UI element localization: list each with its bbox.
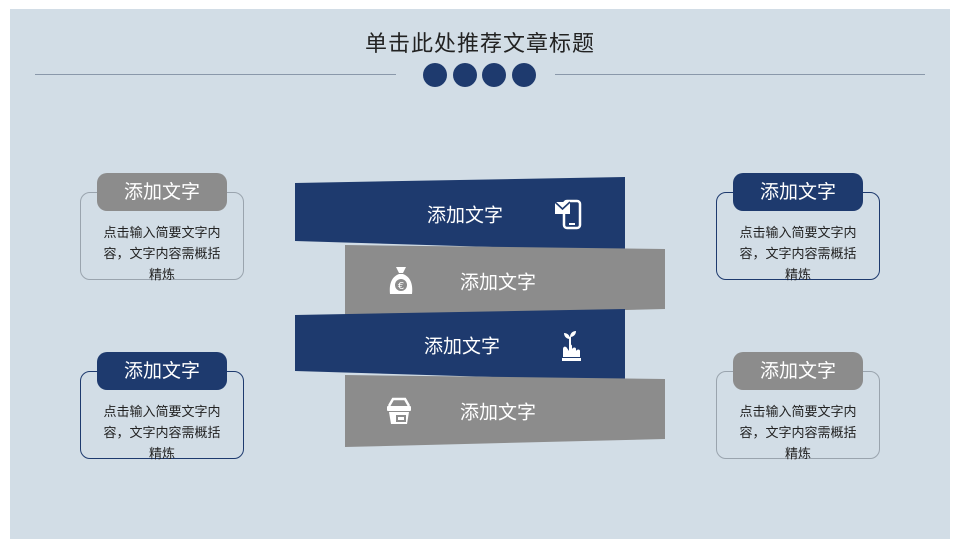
header-dot: [482, 63, 506, 87]
box-text: 点击输入简要文字内容，文字内容需概括精炼: [103, 226, 221, 283]
money-bag-euro-icon: €: [383, 263, 419, 299]
mobile-message-icon: [550, 196, 586, 232]
header-line-right: [555, 74, 925, 75]
band-label: 添加文字: [424, 335, 501, 358]
box-label-pill[interactable]: 添加文字: [733, 352, 863, 390]
text-box-bottom-left[interactable]: 点击输入简要文字内容，文字内容需概括精炼: [80, 371, 244, 462]
box-label-pill[interactable]: 添加文字: [733, 173, 863, 211]
slide-title[interactable]: 单击此处推荐文章标题: [364, 32, 595, 57]
text-box-bottom-right[interactable]: 点击输入简要文字内容，文字内容需概括精炼: [716, 371, 880, 462]
header-dot: [512, 63, 536, 87]
hand-plant-icon: [553, 327, 589, 363]
band-label: 添加文字: [460, 271, 537, 294]
slide: 单击此处推荐文章标题 点击输入简要文字内容，文字内容需概括精炼 添加文字 点击输…: [10, 9, 950, 539]
band-1[interactable]: 添加文字: [295, 177, 625, 251]
band-4[interactable]: 添加文字: [345, 375, 665, 447]
box-text: 点击输入简要文字内容，文字内容需概括精炼: [739, 226, 857, 283]
svg-text:€: €: [398, 281, 404, 292]
header-line-left: [35, 74, 396, 75]
band-label: 添加文字: [427, 204, 504, 227]
box-text: 点击输入简要文字内容，文字内容需概括精炼: [103, 405, 221, 462]
box-label-pill[interactable]: 添加文字: [97, 173, 227, 211]
text-box-top-left[interactable]: 点击输入简要文字内容，文字内容需概括精炼: [80, 192, 244, 283]
box-text: 点击输入简要文字内容，文字内容需概括精炼: [739, 405, 857, 462]
band-2[interactable]: 添加文字 €: [345, 245, 665, 317]
basket-box-icon: [381, 393, 417, 429]
box-label-pill[interactable]: 添加文字: [97, 352, 227, 390]
band-label: 添加文字: [460, 401, 537, 424]
header-dot: [453, 63, 477, 87]
band-3[interactable]: 添加文字: [295, 309, 625, 381]
header-dot: [423, 63, 447, 87]
